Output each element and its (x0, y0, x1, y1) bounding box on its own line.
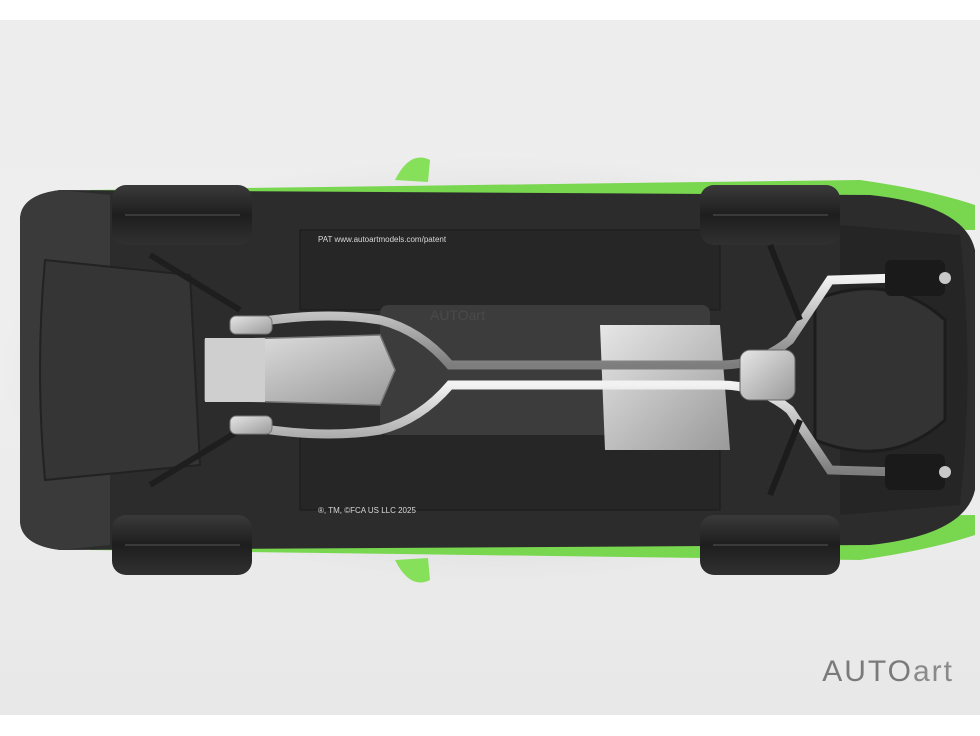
muffler-bottom (885, 454, 945, 490)
floor-pan-left (299, 229, 721, 311)
floor-copyright-text: ®, TM, ©FCA US LLC 2025 (318, 506, 416, 515)
front-control-arm-top (148, 252, 242, 313)
photo-stage: ®, TM, ©FCA US LLC 2025 PAT www.autoartm… (0, 20, 980, 715)
mirror-top (395, 157, 430, 182)
floor-logo-text: AUTOart (430, 307, 485, 323)
muffler-top (885, 260, 945, 296)
rear-arm-top (767, 243, 803, 322)
front-control-arm-bottom (148, 427, 242, 488)
spare-well (813, 287, 947, 453)
tailpipe-top (939, 272, 951, 284)
mirror-bottom (395, 558, 430, 583)
floor-url-text: PAT www.autoartmodels.com/patent (318, 235, 447, 244)
tailpipe-bottom (939, 466, 951, 478)
brand-suffix: art (912, 655, 954, 688)
cat-converter-top (229, 315, 273, 335)
front-undertray (39, 258, 202, 482)
rear-differential (739, 349, 796, 401)
cat-converter-bottom (229, 415, 273, 435)
brand-main: AUTO (822, 655, 913, 688)
brand-watermark: AUTOart (822, 655, 954, 689)
rear-arm-bottom (767, 418, 803, 497)
engine-block (205, 338, 265, 402)
car-underside-image: ®, TM, ©FCA US LLC 2025 PAT www.autoartm… (0, 155, 980, 585)
